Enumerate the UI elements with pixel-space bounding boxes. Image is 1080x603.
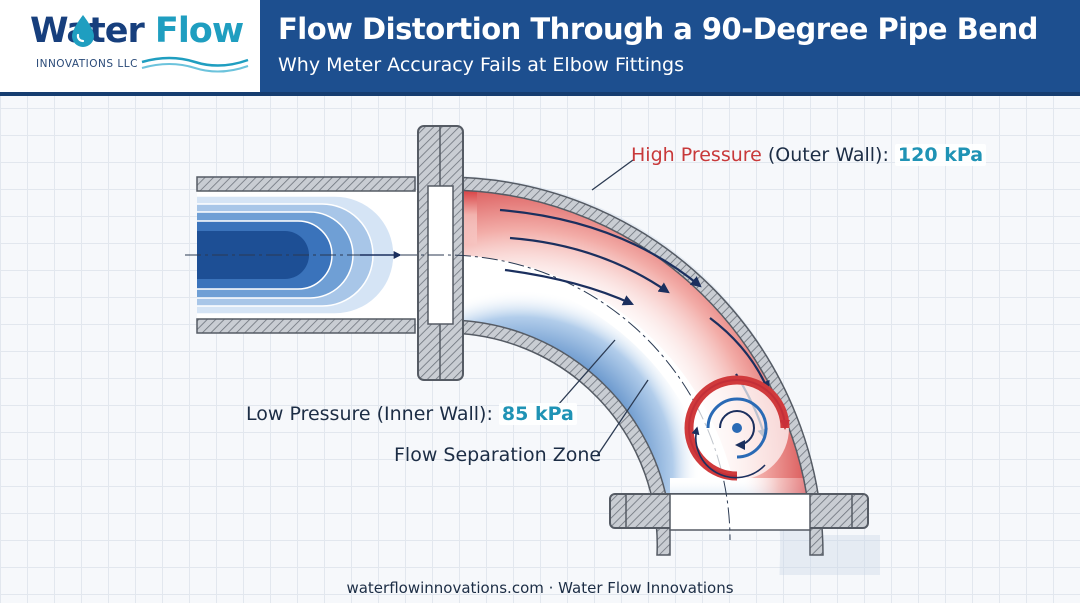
high-pressure-label: High Pressure (Outer Wall): 120 kPa: [631, 144, 987, 166]
low-pressure-text: Low Pressure (Inner Wall):: [246, 403, 499, 425]
vortex: [684, 375, 790, 481]
high-pressure-leader: [591, 159, 634, 191]
inlet-flange: [417, 125, 464, 381]
separation-leader: [596, 379, 649, 457]
pipe-walls: [196, 176, 824, 556]
water-drop-icon: [72, 15, 94, 47]
low-pressure-label: Low Pressure (Inner Wall): 85 kPa: [246, 403, 577, 425]
flow-separation-label: Flow Separation Zone: [394, 444, 602, 466]
logo-wordmark: Water Flow: [30, 11, 244, 51]
logo-waves-icon: [141, 56, 249, 73]
high-pressure-value: 120 kPa: [894, 144, 987, 166]
logo: Water Flow INNOVATIONS LLC: [0, 0, 260, 92]
footer-text: waterflowinnovations.com · Water Flow In…: [346, 579, 734, 597]
logo-word-flow: Flow: [154, 11, 244, 51]
header-underline: [0, 92, 1080, 96]
high-pressure-prefix: High Pressure: [631, 144, 762, 166]
outlet-flange: [609, 493, 869, 531]
high-pressure-suffix: (Outer Wall):: [761, 144, 895, 166]
page-title: Flow Distortion Through a 90-Degree Pipe…: [278, 12, 1038, 46]
low-pressure-leader: [557, 339, 616, 406]
page-subtitle: Why Meter Accuracy Fails at Elbow Fittin…: [278, 54, 684, 76]
logo-subtitle: INNOVATIONS LLC: [36, 58, 138, 70]
low-pressure-value: 85 kPa: [498, 403, 577, 425]
